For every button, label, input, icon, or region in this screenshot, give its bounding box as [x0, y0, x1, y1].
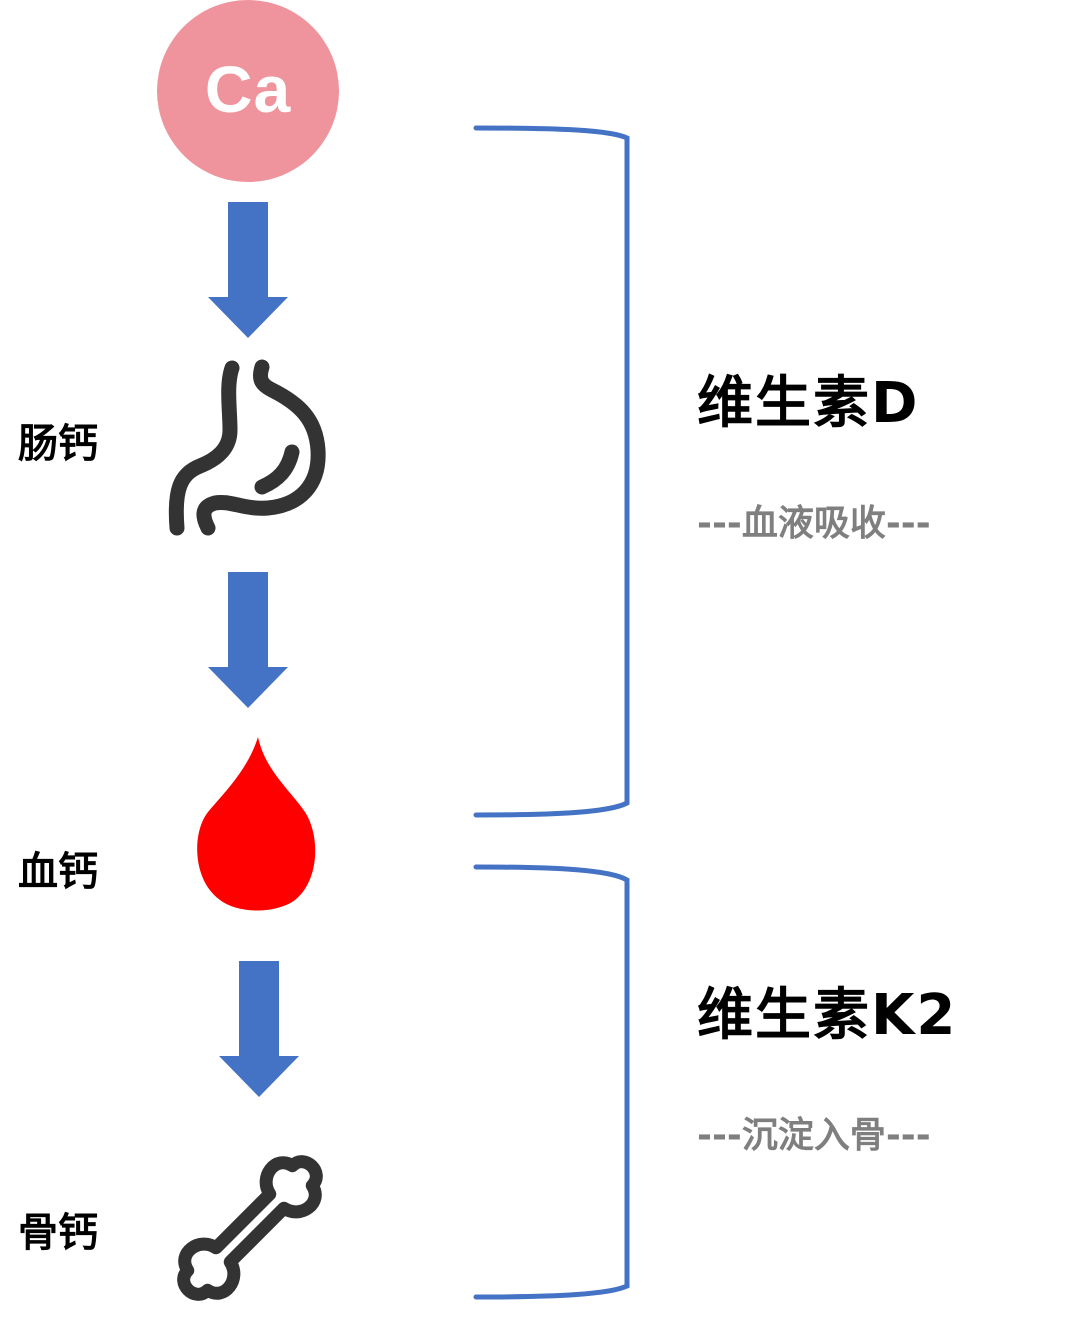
down-arrow-icon — [208, 202, 288, 338]
vitamin-k2-subtitle: ---沉淀入骨--- — [697, 1115, 931, 1156]
bracket-vitamin-d — [473, 125, 630, 818]
calcium-circle: Ca — [157, 0, 339, 182]
vitamin-k2-title: 维生素K2 — [697, 983, 958, 1048]
bracket-vitamin-k2 — [473, 864, 630, 1300]
vitamin-d-subtitle: ---血液吸收--- — [697, 503, 931, 544]
down-arrow-icon — [208, 572, 288, 708]
calcium-symbol: Ca — [204, 52, 292, 126]
stage-label-blood-calcium: 血钙 — [18, 849, 98, 895]
stage-label-bone-calcium: 骨钙 — [18, 1210, 98, 1256]
bone-icon — [177, 1155, 323, 1301]
down-arrow-icon — [219, 961, 299, 1097]
stage-label-intestinal-calcium: 肠钙 — [18, 421, 98, 467]
stomach-icon — [168, 359, 326, 536]
vitamin-d-title: 维生素D — [697, 371, 920, 436]
blood-drop-icon — [197, 737, 316, 911]
